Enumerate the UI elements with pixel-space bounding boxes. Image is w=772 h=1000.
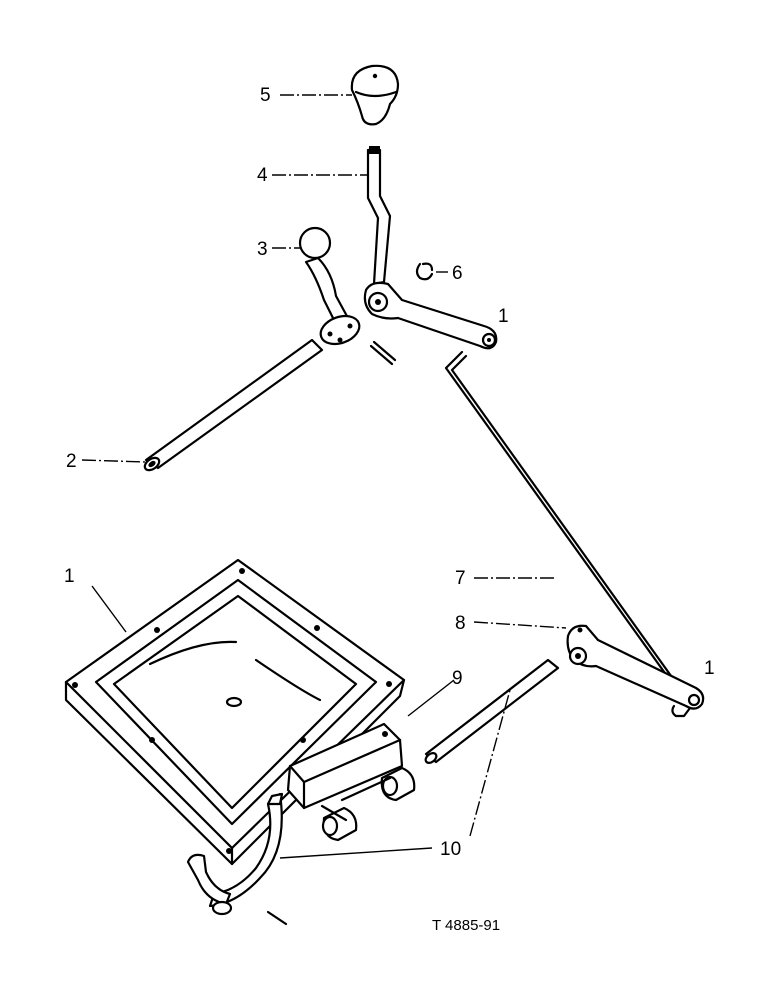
label-part-6: 6 [452,263,463,284]
part-knob [350,64,400,126]
part-bell-crank [566,624,705,710]
label-part-1-right: 1 [704,658,715,679]
drawing-reference-number: T 4885-91 [432,917,500,934]
label-part-1: 1 [64,566,75,587]
label-part-2: 2 [66,451,77,472]
part-number-labels: 5 4 3 6 1 2 1 7 8 1 9 10 [64,85,715,860]
label-part-9: 9 [452,668,463,689]
part-short-rod [424,658,560,764]
label-part-5: 5 [260,85,271,106]
label-part-4: 4 [257,165,268,186]
label-part-8: 8 [455,613,466,634]
label-part-3: 3 [257,239,268,260]
label-part-10: 10 [440,839,461,860]
part-shaft [143,338,324,472]
part-cover-plate [64,558,406,866]
label-part-7: 7 [455,568,466,589]
part-bracket [286,722,416,842]
part-gear-lever [363,146,498,350]
label-part-1-upper: 1 [498,306,509,327]
part-ball-lever [298,226,397,366]
part-selector-fork [186,792,288,926]
part-connecting-rod [444,350,696,718]
leader-lines [81,94,567,859]
part-circlip [415,262,434,281]
